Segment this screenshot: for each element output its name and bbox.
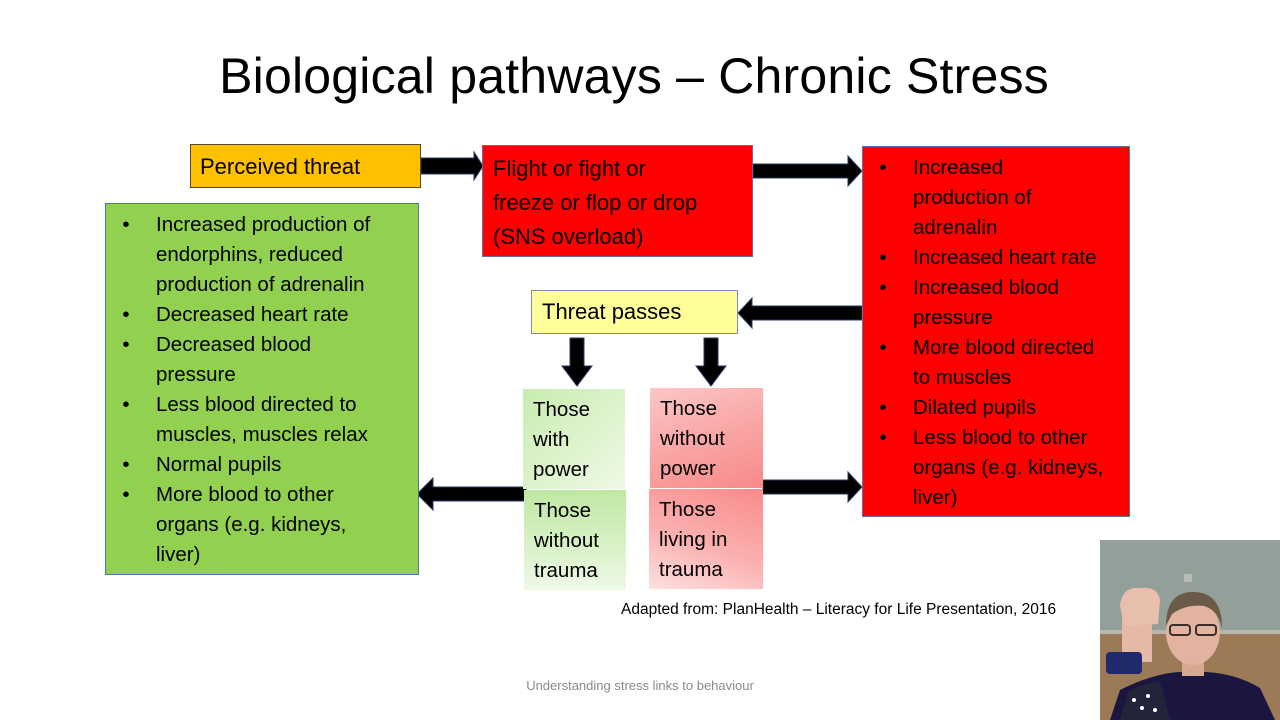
- list-item: • Increased production of endorphins, redu…: [122, 210, 418, 300]
- list-item-line: endorphins, reduced: [156, 243, 343, 266]
- flight-line: freeze or flop or drop: [493, 190, 698, 215]
- list-item-line: Decreased heart rate: [156, 303, 349, 326]
- relaxation-response-bullets: • Increased production of endorphins, redu…: [106, 204, 418, 570]
- node-line: Those: [659, 498, 716, 521]
- list-item-line: organs (e.g. kidneys,: [156, 513, 347, 536]
- node-line: trauma: [534, 559, 598, 582]
- with-power-node: Those with power: [523, 389, 625, 489]
- list-item-line: Decreased blood: [156, 333, 311, 356]
- arrow-perceived-to-flight: [420, 150, 484, 182]
- arrow-stress-to-threat-passes: [737, 296, 863, 330]
- bullet-icon: •: [122, 333, 130, 356]
- bullet-icon: •: [122, 453, 130, 476]
- list-item-line: Increased production of: [156, 213, 371, 236]
- relaxation-response-list: • Increased production of endorphins, redu…: [105, 203, 419, 575]
- list-item-line: Less blood to other: [913, 426, 1088, 449]
- node-line: Those: [660, 397, 717, 420]
- flight-or-fight-label: Flight or fight or freeze or flop or dro…: [483, 146, 752, 254]
- list-item-line: production of adrenalin: [156, 273, 365, 296]
- presenter-video-icon: [1100, 540, 1280, 720]
- node-line: living in: [659, 528, 728, 551]
- flight-line: (SNS overload): [493, 224, 644, 249]
- stress-response-list: • Increased production of adrenalin • Increa…: [862, 146, 1130, 517]
- arrow-to-relaxation-response: [416, 476, 527, 512]
- stress-response-bullets: • Increased production of adrenalin • Increa…: [863, 147, 1129, 513]
- bullet-icon: •: [879, 396, 887, 419]
- list-item: • More blood to other organs (e.g. kidneys…: [122, 480, 418, 570]
- list-item: • Dilated pupils: [879, 393, 1129, 423]
- bullet-icon: •: [122, 393, 130, 416]
- slide-title: Biological pathways – Chronic Stress: [219, 48, 1049, 104]
- node-line: power: [533, 458, 589, 481]
- list-item-line: Increased: [913, 156, 1004, 179]
- list-item-line: pressure: [913, 306, 993, 329]
- bullet-icon: •: [879, 156, 887, 179]
- list-item-line: to muscles: [913, 366, 1011, 389]
- list-item-line: Dilated pupils: [913, 396, 1037, 419]
- node-line: without: [534, 529, 599, 552]
- without-trauma-node: Those without trauma: [524, 490, 626, 590]
- list-item-line: Increased heart rate: [913, 246, 1097, 269]
- bullet-icon: •: [879, 246, 887, 269]
- list-item-line: More blood to other: [156, 483, 334, 506]
- list-item: • Increased production of adrenalin: [879, 153, 1129, 243]
- list-item-line: liver): [156, 543, 201, 566]
- bullet-icon: •: [122, 303, 130, 326]
- list-item-line: Normal pupils: [156, 453, 282, 476]
- list-item-line: pressure: [156, 363, 236, 386]
- list-item-line: liver): [913, 486, 958, 509]
- slide-footer: Understanding stress links to behaviour: [526, 678, 754, 693]
- source-credit: Adapted from: PlanHealth – Literacy for …: [621, 601, 1057, 618]
- list-item: • Decreased heart rate: [122, 300, 418, 330]
- node-line: trauma: [659, 558, 723, 581]
- list-item-line: muscles, muscles relax: [156, 423, 368, 446]
- presenter-webcam: [1100, 540, 1280, 720]
- perceived-threat-node: Perceived threat: [190, 144, 421, 188]
- bullet-icon: •: [122, 483, 130, 506]
- node-line: with: [533, 428, 570, 451]
- arrow-down-to-with-power: [561, 337, 593, 387]
- list-item: • Less blood directed to muscles, muscles …: [122, 390, 418, 450]
- bullet-icon: •: [879, 426, 887, 449]
- list-item: • Normal pupils: [122, 450, 418, 480]
- flight-or-fight-node: Flight or fight or freeze or flop or dro…: [482, 145, 753, 257]
- list-item-line: organs (e.g. kidneys,: [913, 456, 1104, 479]
- threat-passes-node: Threat passes: [531, 290, 738, 334]
- without-power-node: Those without power: [650, 388, 763, 488]
- living-in-trauma-node: Those living in trauma: [649, 489, 763, 589]
- bullet-icon: •: [879, 336, 887, 359]
- list-item-line: Less blood directed to: [156, 393, 357, 416]
- bullet-icon: •: [122, 213, 130, 236]
- arrow-down-to-without-power: [695, 337, 727, 387]
- node-line: without: [660, 427, 725, 450]
- list-item: • Increased heart rate: [879, 243, 1129, 273]
- threat-passes-label: Threat passes: [542, 299, 682, 324]
- bullet-icon: •: [879, 276, 887, 299]
- list-item: • Less blood to other organs (e.g. kidneys…: [879, 423, 1129, 513]
- arrow-flight-to-stress-response: [752, 154, 863, 188]
- node-line: Those: [533, 398, 590, 421]
- list-item: • Decreased blood pressure: [122, 330, 418, 390]
- list-item-line: adrenalin: [913, 216, 998, 239]
- node-line: Those: [534, 499, 591, 522]
- list-item-line: production of: [913, 186, 1032, 209]
- flight-line: Flight or fight or: [493, 156, 646, 181]
- arrow-to-stress-response: [762, 470, 863, 504]
- list-item-line: Increased blood: [913, 276, 1059, 299]
- list-item: • Increased blood pressure: [879, 273, 1129, 333]
- list-item: • More blood directed to muscles: [879, 333, 1129, 393]
- perceived-threat-label: Perceived threat: [200, 154, 361, 179]
- node-line: power: [660, 457, 716, 480]
- list-item-line: More blood directed: [913, 336, 1095, 359]
